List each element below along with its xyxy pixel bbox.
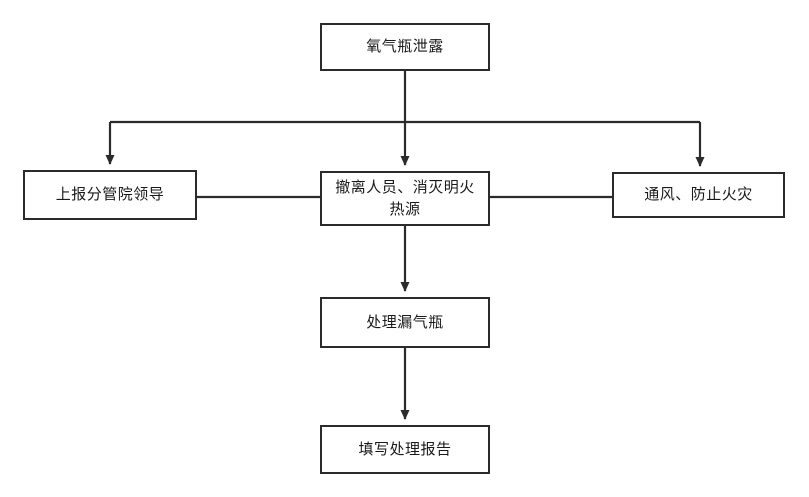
- node-label: 处理漏气瓶: [366, 312, 444, 331]
- node-label: 撤离人员、消灭明火热源: [335, 177, 475, 218]
- node-label: 通风、防止火灾: [644, 185, 753, 204]
- node-handle-leaking-cylinder[interactable]: 处理漏气瓶: [320, 297, 490, 348]
- node-label: 填写处理报告: [358, 439, 452, 458]
- node-label: 上报分管院领导: [55, 185, 165, 204]
- node-ventilate-prevent-fire[interactable]: 通风、防止火灾: [612, 172, 785, 218]
- node-oxygen-cylinder-leak[interactable]: 氧气瓶泄露: [320, 23, 490, 71]
- node-label: 氧气瓶泄露: [366, 37, 444, 56]
- node-write-handling-report[interactable]: 填写处理报告: [320, 425, 490, 474]
- node-report-to-hospital-leader[interactable]: 上报分管院领导: [23, 170, 197, 220]
- node-evacuate-and-extinguish-fire-sources[interactable]: 撤离人员、消灭明火热源: [320, 171, 490, 226]
